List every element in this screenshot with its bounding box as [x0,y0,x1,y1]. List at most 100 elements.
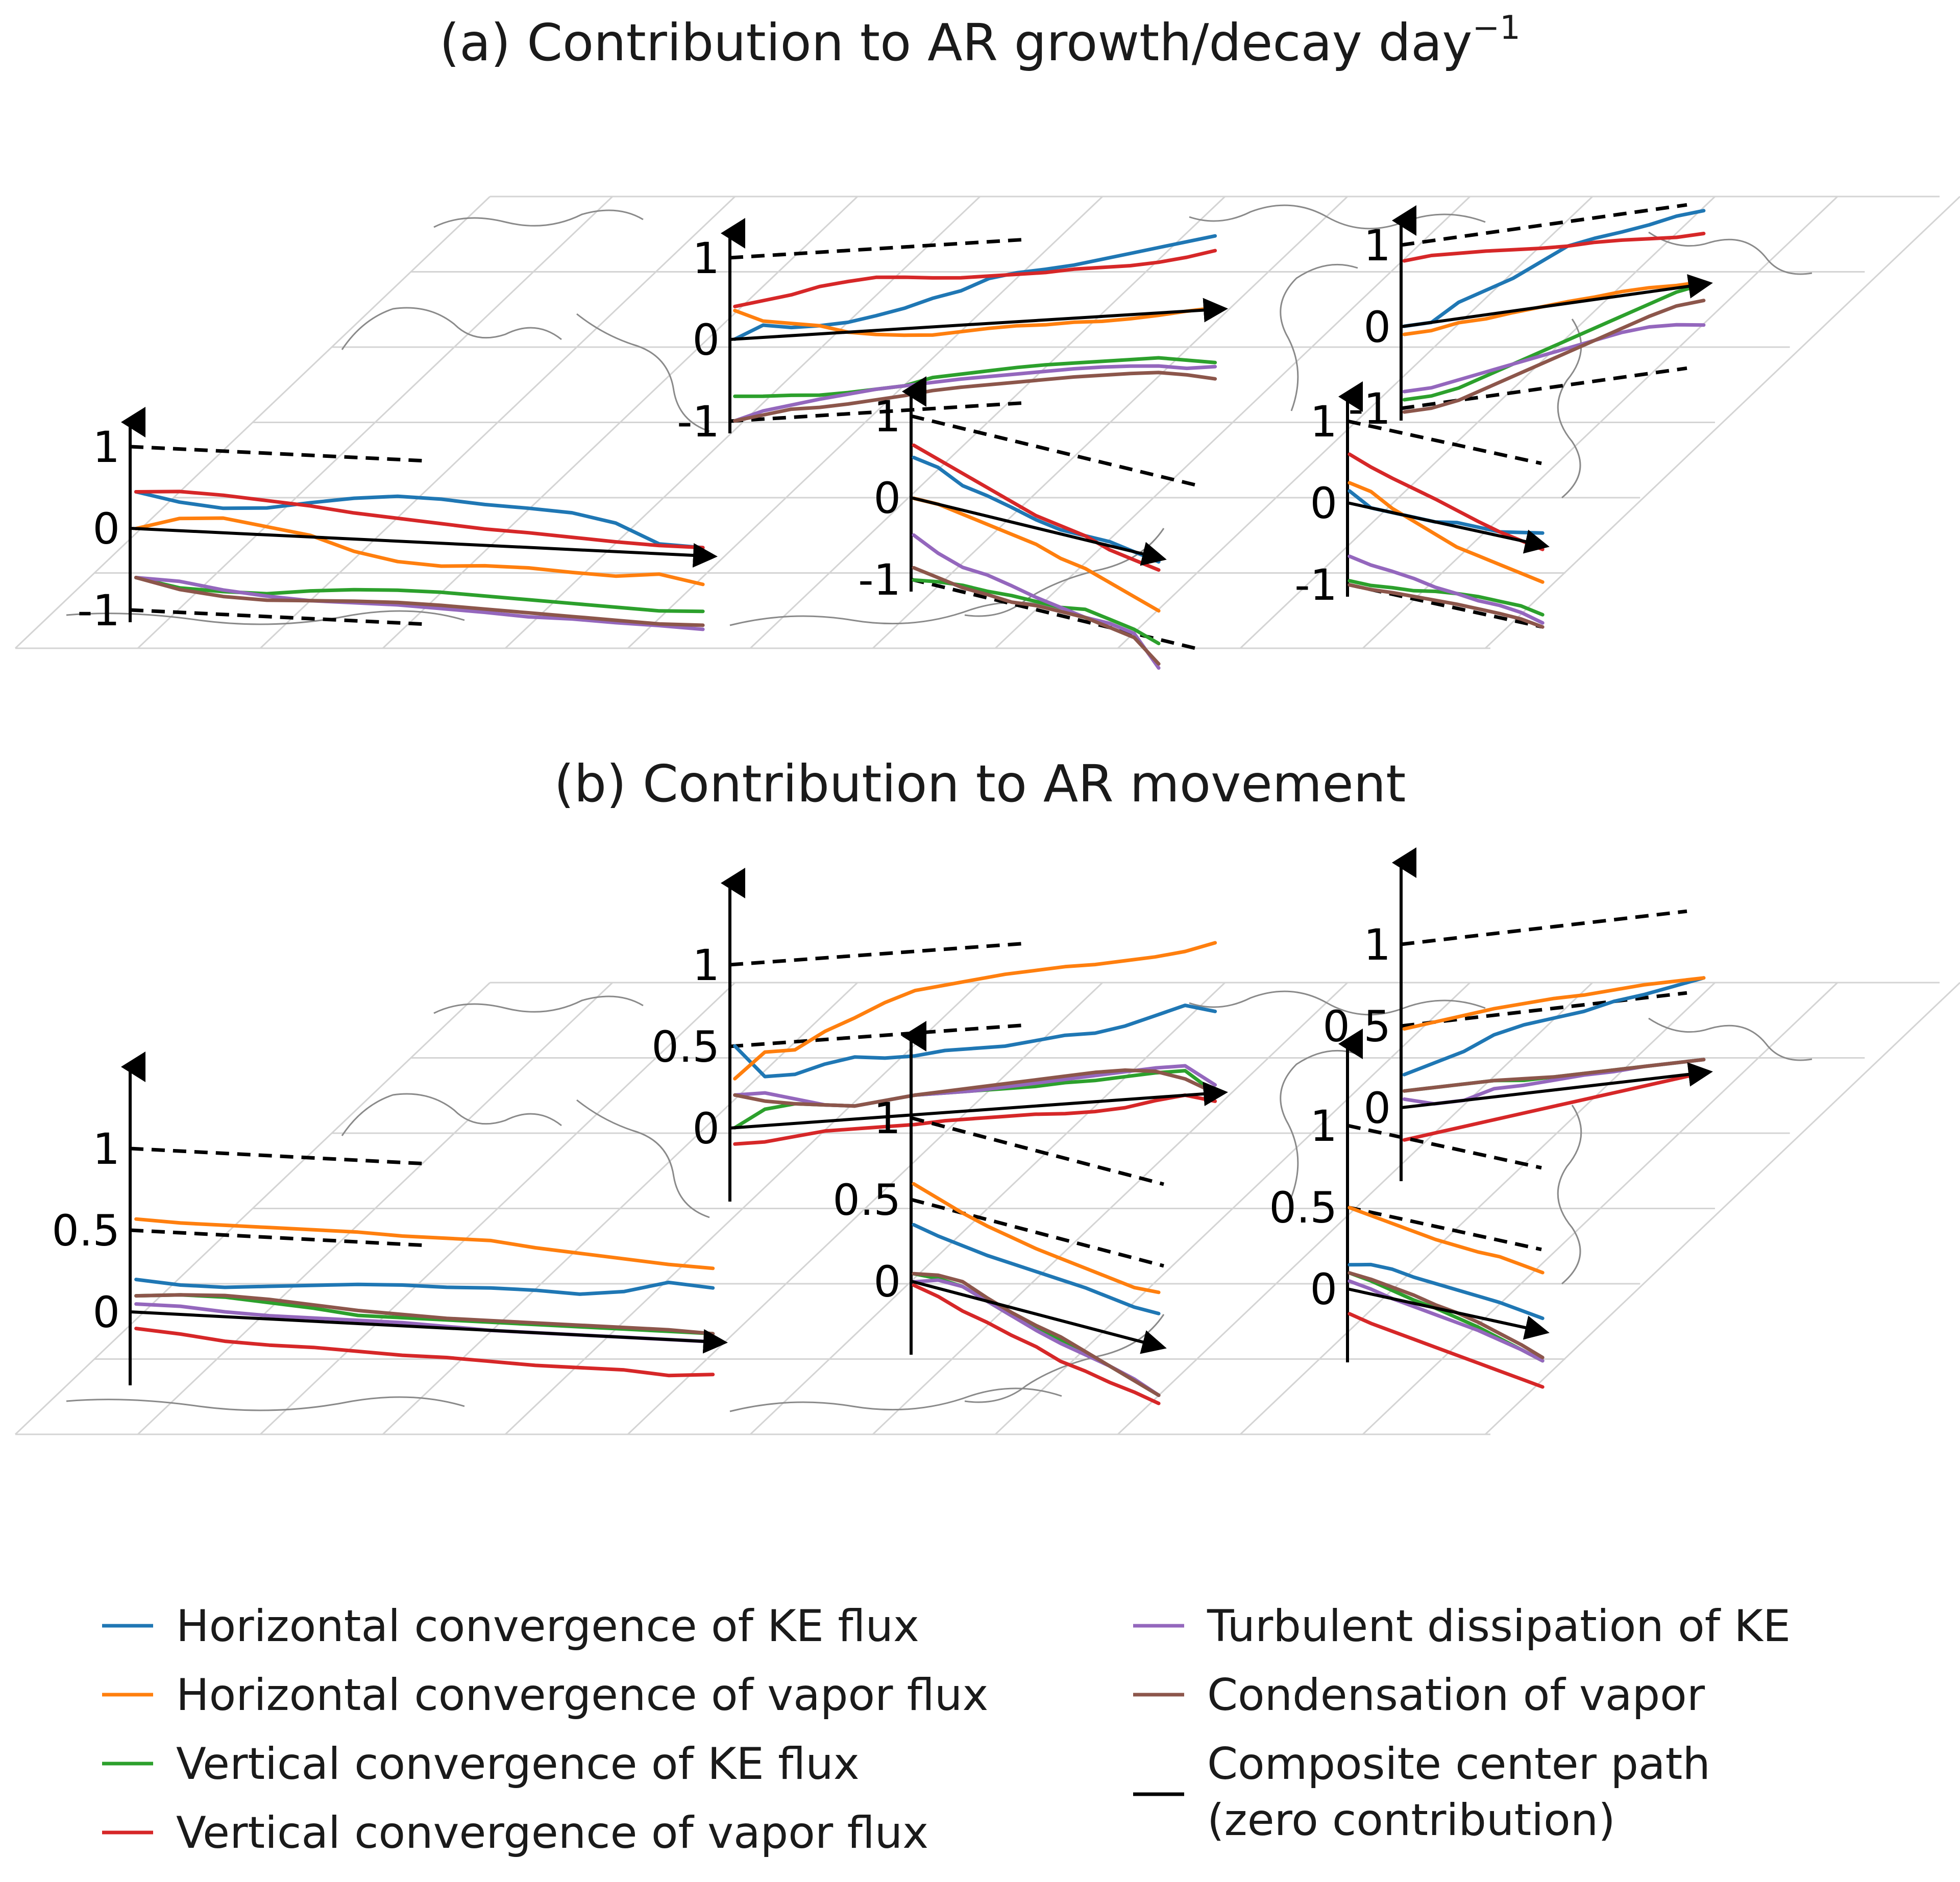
series-line-brown [1402,299,1706,414]
coastline [1189,204,1486,230]
coastline [433,995,644,1014]
composite-center-path [729,1082,1228,1130]
series-line-brown [912,566,1161,666]
longitude-gridline [137,195,614,649]
reference-dashed-line [130,608,427,626]
series-line-brown [912,1272,1161,1397]
y-tick-label: 0.5 [651,1022,720,1072]
y-tick-label: 1 [1310,397,1337,447]
y-tick-label: 1 [874,1093,901,1143]
series-line-red [134,1327,715,1378]
series-line-brown [733,1068,1217,1108]
coastline [729,1387,1062,1412]
coastline [433,209,644,228]
longitude-gridline [259,195,736,649]
longitude-gridline [1362,982,1839,1435]
coastline [964,1314,1165,1403]
series-line-brown [134,576,705,627]
longitude-gridline [627,982,1104,1435]
b-subplot-west-2: 10.50 [651,868,1228,1202]
y-tick-label: -1 [1294,560,1337,610]
legend-label: Composite center path [1207,1739,1710,1790]
series-line-orange [912,496,1161,613]
y-tick-label: 1 [93,422,120,472]
y-tick-label: 1 [1310,1101,1337,1151]
y-tick-label: 0 [874,1257,901,1307]
series-line-red [733,1093,1217,1146]
composite-center-path [911,496,1167,566]
coastline [1648,1017,1812,1061]
y-tick-label: 1 [693,940,720,990]
reference-dashed-line [911,414,1200,488]
series-line-orange [733,306,1217,337]
a-subplot-east-2: 10-1 [1294,381,1550,629]
series-line-red [134,490,705,550]
series-line-red [733,249,1217,308]
legend-item: Condensation of vapor [1133,1670,1705,1721]
longitude-gridline [137,982,614,1435]
series-line-orange [1348,481,1545,584]
series-line-purple [1348,1279,1545,1363]
b-subplot-east-1: 10.50 [1322,847,1713,1181]
legend-item: Composite center path(zero contribution) [1133,1739,1710,1846]
a-subplot-east-1: 10-1 [1348,203,1713,434]
longitude-gridline [259,982,736,1435]
series-line-brown [733,371,1217,423]
composite-center-path [1401,1062,1713,1109]
composite-center-path [729,298,1228,341]
legend-label-line2: (zero contribution) [1207,1795,1615,1846]
y-tick-label: 1 [1364,221,1391,271]
composite-center-path [1401,274,1713,328]
y-tick-label: 0.5 [832,1175,901,1225]
y-tick-label: -1 [858,555,901,605]
composite-center-path [1347,1287,1550,1340]
series-line-purple [1348,554,1545,625]
series-line-blue [1348,1262,1545,1321]
legend-item: Horizontal convergence of vapor flux [102,1670,988,1721]
longitude-gridline [749,982,1226,1435]
y-tick-label: 1 [1364,920,1391,970]
reference-dashed-line [130,1228,427,1248]
reference-dashed-line [1347,419,1542,466]
longitude-gridline [1484,195,1960,649]
y-tick-label: 0 [1364,302,1391,352]
coastline [1189,990,1486,1016]
reference-dashed-line [1401,203,1687,247]
series-line-orange [134,1217,715,1270]
longitude-gridline [1484,982,1960,1435]
coastline [66,1396,465,1411]
series-line-orange [134,516,705,586]
series-line-red [1402,232,1706,263]
series-line-brown [1348,583,1545,629]
longitude-gridline [14,982,491,1435]
reference-dashed-line [729,941,1026,967]
a-map-plane [14,195,1960,649]
series-line-red [1348,452,1545,551]
panel-a-title: (a) Contribution to AR growth/decay day−… [439,9,1521,72]
longitude-gridline [382,195,859,649]
coastline [1557,1105,1582,1285]
reference-dashed-line [1401,909,1687,946]
y-tick-label: 0 [693,315,720,365]
composite-center-path [130,1310,728,1354]
series-line-green [733,356,1217,398]
y-tick-label: 0.5 [1322,1001,1391,1052]
legend-label: Vertical convergence of KE flux [176,1739,860,1790]
series-line-orange [1402,976,1706,1031]
coastline [729,601,1062,626]
series-line-blue [733,1004,1217,1079]
composite-center-path [130,527,718,568]
longitude-gridline [994,195,1471,649]
coastline [576,1099,710,1218]
legend: Horizontal convergence of KE fluxHorizon… [102,1601,1791,1859]
y-tick-label: 0 [93,504,120,554]
reference-dashed-line [130,445,427,463]
longitude-gridline [1239,195,1716,649]
series-line-green [1402,282,1706,402]
legend-item: Horizontal convergence of KE flux [102,1601,919,1652]
b-map-plane [14,982,1960,1435]
b-subplot-east-2: 10.50 [1269,1029,1550,1389]
longitude-gridline [872,195,1349,649]
series-line-red [1402,1070,1706,1142]
